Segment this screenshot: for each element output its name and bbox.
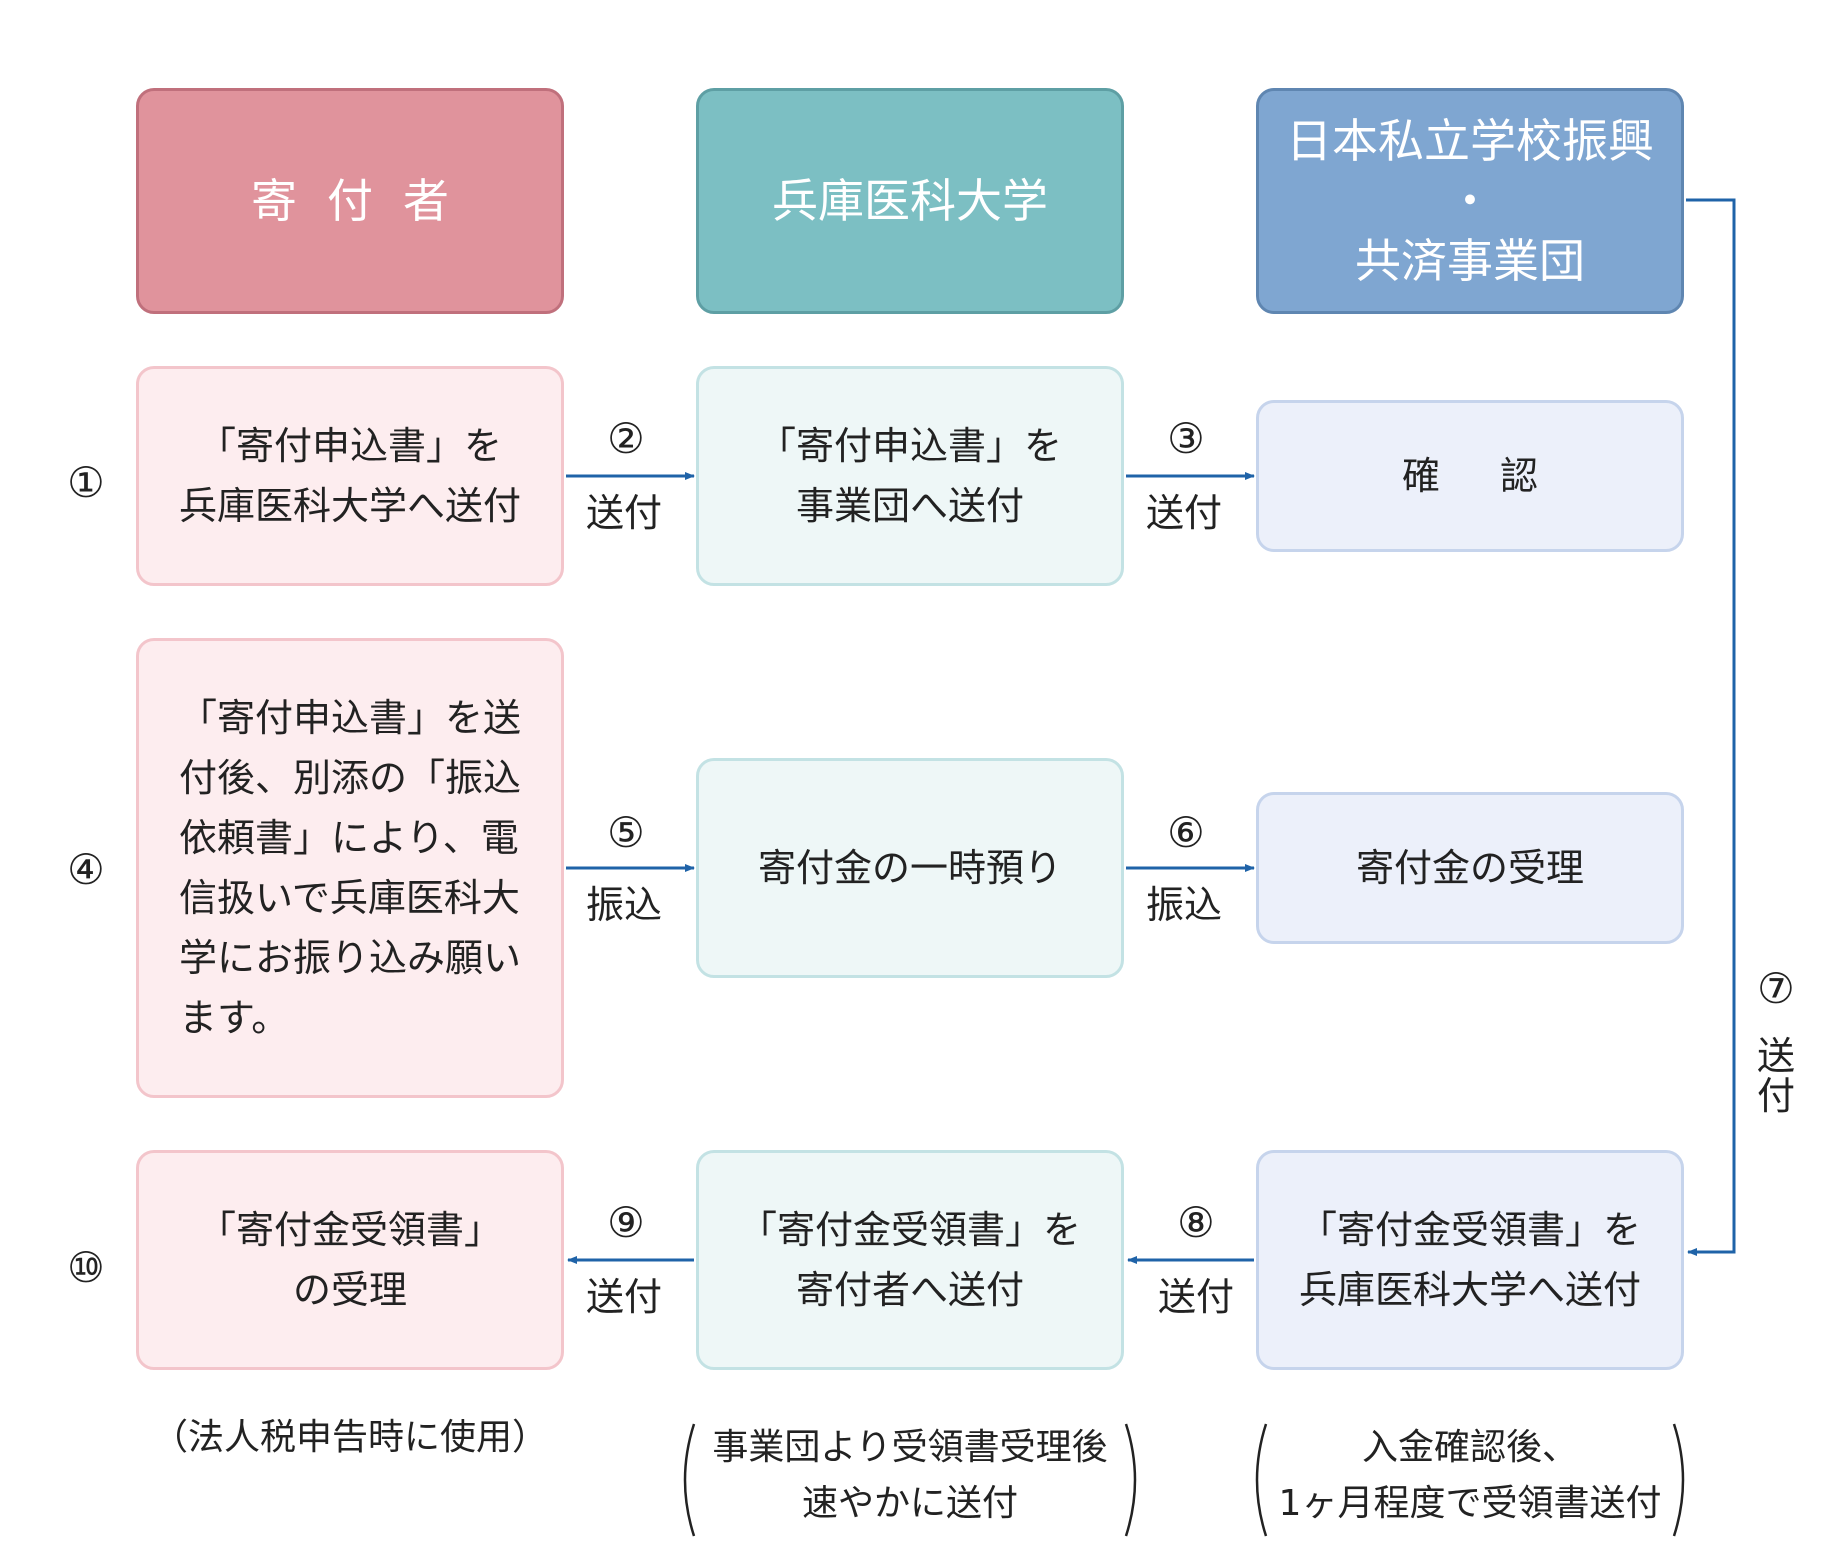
arrow-2-label: 送付	[586, 491, 663, 535]
org-note: 入金確認後、 1ヶ月程度で受領書送付	[1278, 1427, 1662, 1524]
step-8: ⑧	[1177, 1198, 1215, 1247]
university-deposit-box: 寄付金の一時預り	[696, 758, 1124, 978]
org-send-receipt-box: 「寄付金受領書」を 兵庫医科大学へ送付	[1256, 1150, 1684, 1370]
donor-receive-receipt-box: 「寄付金受領書」 の受理	[136, 1150, 564, 1370]
university-header: 兵庫医科大学	[696, 88, 1124, 314]
university-note: 事業団より受領書受理後 速やかに送付	[712, 1427, 1108, 1524]
arrow-5-label: 振込	[586, 883, 663, 927]
donor-application-box: 「寄付申込書」を 兵庫医科大学へ送付	[136, 366, 564, 586]
donor-note: （法人税申告時に使用）	[151, 1417, 548, 1458]
university-application-box: 「寄付申込書」を 事業団へ送付	[696, 366, 1124, 586]
arrow-8-label: 送付	[1158, 1275, 1235, 1319]
step-1: ①	[67, 458, 105, 507]
step-5: ⑤	[607, 808, 645, 857]
donor-transfer-box: 「寄付申込書」を送付後、別添の「振込依頼書」により、電信扱いで兵庫医科大学にお振…	[136, 638, 564, 1098]
step-9: ⑨	[607, 1198, 645, 1247]
step-6: ⑥	[1167, 808, 1205, 857]
step-10: ⑩	[67, 1243, 105, 1292]
arrow-7-label: 送 付	[1756, 1034, 1795, 1118]
arrow-7	[1686, 198, 1736, 1256]
donor-header-label: 寄付者	[251, 174, 479, 228]
org-header-dot: ・	[1447, 174, 1493, 228]
org-header: 日本私立学校振興 ・ 共済事業団	[1256, 88, 1684, 314]
org-confirm-label: 確認	[1401, 454, 1598, 498]
org-header-line2: 共済事業団	[1355, 234, 1585, 288]
org-header-line1: 日本私立学校振興	[1286, 114, 1654, 168]
org-receipt-box: 寄付金の受理	[1256, 792, 1684, 944]
step-3: ③	[1167, 414, 1205, 463]
arrow-3-label: 送付	[1146, 491, 1223, 535]
step-4: ④	[67, 845, 105, 894]
donor-header: 寄付者	[136, 88, 564, 314]
university-header-label: 兵庫医科大学	[772, 174, 1048, 228]
step-2: ②	[607, 414, 645, 463]
arrow-6-label: 振込	[1146, 883, 1223, 927]
step-7: ⑦	[1757, 964, 1795, 1013]
org-confirm-box: 確認	[1256, 400, 1684, 552]
arrow-9-label: 送付	[586, 1275, 663, 1319]
university-send-receipt-box: 「寄付金受領書」を 寄付者へ送付	[696, 1150, 1124, 1370]
